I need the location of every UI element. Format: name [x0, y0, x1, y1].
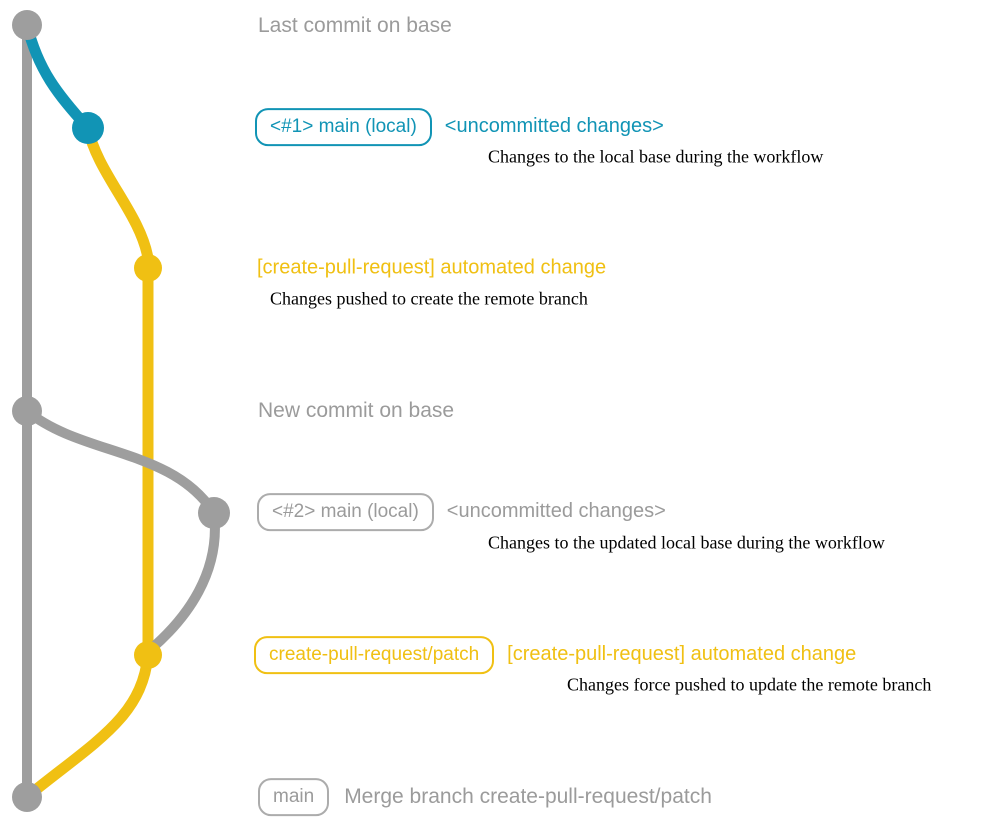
- row-automated-change-1: [create-pull-request] automated change: [257, 257, 606, 280]
- desc-local-base-changes: Changes to the local base during the wor…: [488, 146, 824, 167]
- commit-node-automated-1: [134, 254, 162, 282]
- commit-node-new-on-base: [12, 396, 42, 426]
- row-main-local-2: <#2> main (local) <uncommitted changes>: [257, 493, 666, 531]
- commit-node-automated-2: [134, 641, 162, 669]
- status-uncommitted-changes-1: <uncommitted changes>: [444, 115, 664, 138]
- desc-force-pushed-update-remote: Changes force pushed to update the remot…: [567, 674, 932, 695]
- commit-node-merge: [12, 782, 42, 812]
- label-text: Last commit on base: [258, 14, 452, 37]
- commit-title-automated-change-2: [create-pull-request] automated change: [507, 643, 857, 666]
- row-merge-main: main Merge branch create-pull-request/pa…: [258, 778, 712, 816]
- label-last-commit-on-base: Last commit on base: [258, 14, 452, 38]
- branch-badge-main-local-2: <#2> main (local): [257, 493, 434, 531]
- branch-badge-create-pull-request-patch: create-pull-request/patch: [254, 636, 495, 674]
- label-text: New commit on base: [258, 399, 455, 422]
- commit-node-main-local-2: [198, 497, 230, 529]
- commit-node-main-local-1: [72, 112, 104, 144]
- commit-title-automated-change-1: [create-pull-request] automated change: [257, 256, 607, 279]
- branch-badge-main: main: [258, 778, 330, 816]
- status-uncommitted-changes-2: <uncommitted changes>: [446, 500, 666, 523]
- branch-badge-main-local-1: <#1> main (local): [255, 108, 432, 146]
- edge-local-update-1: [21, 19, 94, 134]
- git-graph: [12, 10, 230, 812]
- label-new-commit-on-base: New commit on base: [258, 399, 454, 423]
- commit-node-last-on-base: [12, 10, 42, 40]
- edge-local-update-2: [22, 406, 220, 654]
- desc-pushed-create-remote: Changes pushed to create the remote bran…: [270, 288, 588, 309]
- row-create-pull-request-patch: create-pull-request/patch [create-pull-r…: [254, 636, 856, 674]
- commit-title-merge-branch: Merge branch create-pull-request/patch: [344, 785, 712, 808]
- row-main-local-1: <#1> main (local) <uncommitted changes>: [255, 108, 664, 146]
- desc-updated-local-base-changes: Changes to the updated local base during…: [488, 532, 885, 553]
- edge-create-pull-request-patch: [22, 122, 154, 802]
